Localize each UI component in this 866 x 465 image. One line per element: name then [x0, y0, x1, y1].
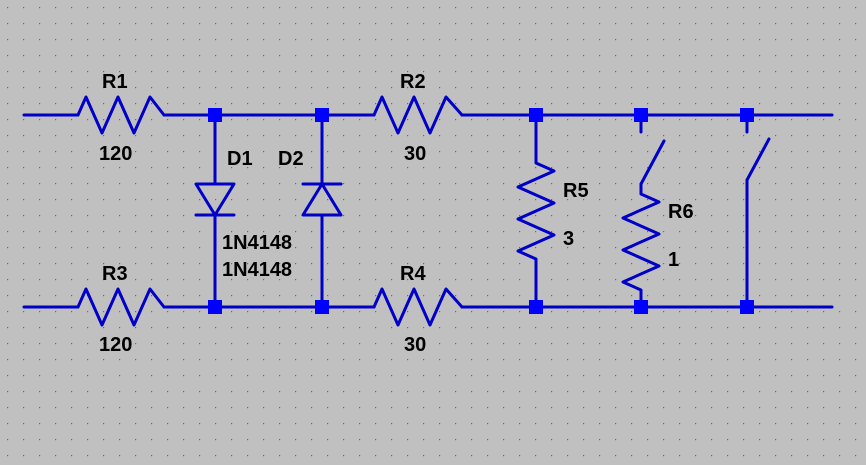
resistor-r1[interactable]: [76, 95, 166, 135]
r3-value-label: 120: [99, 334, 132, 356]
r5-name-label: R5: [563, 180, 589, 202]
junction-node[interactable]: [315, 108, 329, 122]
junction-node[interactable]: [208, 108, 222, 122]
r5-value-label: 3: [563, 228, 574, 250]
junction-node[interactable]: [634, 108, 648, 122]
r2-name-label: R2: [400, 71, 426, 93]
d1-value-label: 1N4148: [222, 232, 292, 254]
diode-d1[interactable]: [194, 113, 236, 309]
r2-value-label: 30: [404, 143, 426, 165]
r6-name-label: R6: [668, 201, 694, 223]
d1-name-label: D1: [227, 148, 253, 170]
junction-node[interactable]: [740, 108, 754, 122]
junction-node[interactable]: [208, 300, 222, 314]
resistor-r4[interactable]: [372, 287, 464, 327]
r3-name-label: R3: [102, 263, 128, 285]
r1-value-label: 120: [99, 143, 132, 165]
d2-value-label: 1N4148: [222, 259, 292, 281]
resistor-r6[interactable]: [621, 182, 661, 309]
junction-node[interactable]: [740, 300, 754, 314]
diode-d2[interactable]: [301, 113, 343, 309]
junction-node[interactable]: [634, 300, 648, 314]
resistor-r2[interactable]: [372, 95, 464, 135]
resistor-r3[interactable]: [76, 287, 166, 327]
r4-value-label: 30: [404, 334, 426, 356]
junction-node[interactable]: [529, 300, 543, 314]
r4-name-label: R4: [400, 263, 426, 285]
r1-name-label: R1: [102, 71, 128, 93]
junction-node[interactable]: [529, 108, 543, 122]
junction-node[interactable]: [315, 300, 329, 314]
r6-value-label: 1: [668, 249, 679, 271]
d2-name-label: D2: [278, 148, 304, 170]
resistor-r5[interactable]: [516, 113, 556, 309]
